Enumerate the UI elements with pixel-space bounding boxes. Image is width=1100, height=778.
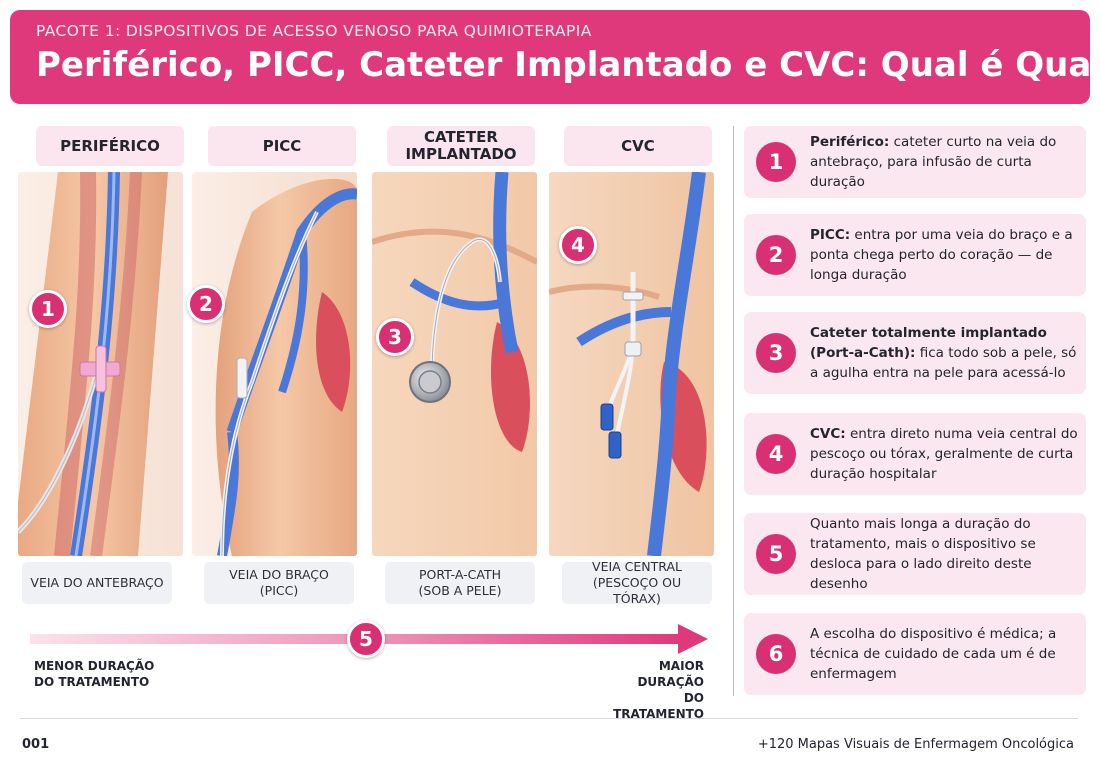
footer-brand: +120 Mapas Visuais de Enfermagem Oncológ… [757, 737, 1074, 752]
illustration-arm-picc [192, 172, 357, 556]
note-4: 4 CVC: entra direto numa veia central do… [744, 413, 1086, 495]
column-divider [733, 126, 734, 696]
panel-caption-picc: VEIA DO BRAÇO (PICC) [204, 562, 354, 604]
page-number: 001 [22, 737, 50, 752]
note-bold: PICC: [810, 227, 851, 243]
note-body: cateter curto na veia do antebraço, para… [810, 134, 1057, 190]
panel-label-text: CATETER IMPLANTADO [405, 128, 517, 163]
note-text: PICC: entra por uma veia do braço e a po… [810, 214, 1078, 296]
badge-duration: 5 [347, 620, 385, 658]
note-body: fica todo sob a pele, só a agulha entra … [810, 345, 1077, 381]
panel-label-text: PERIFÉRICO [60, 136, 160, 155]
badge-periferico: 1 [29, 290, 67, 328]
note-number: 3 [756, 333, 796, 373]
panel-caption-text: VEIA DO ANTEBRAÇO [30, 575, 164, 590]
note-1: 1 Periférico: cateter curto na veia do a… [744, 126, 1086, 198]
note-bold: Cateter totalmente implantado (Port-a-Ca… [810, 325, 1047, 361]
panel-caption-text: PORT-A-CATH (SOB A PELE) [418, 567, 502, 598]
note-body: A escolha do dispositivo é médica; a téc… [810, 626, 1057, 682]
label-maior-duracao: MAIOR DURAÇÃO DO TRATAMENTO [613, 659, 704, 721]
panel-label-implantado: CATETER IMPLANTADO [387, 126, 535, 166]
note-text: Periférico: cateter curto na veia do ant… [810, 126, 1078, 198]
illustration-chest-port [372, 172, 537, 556]
illustration-neck-cvc [549, 172, 714, 556]
badge-implantado: 3 [376, 318, 414, 356]
note-body: entra por uma veia do braço e a ponta ch… [810, 227, 1073, 283]
page-title: Periférico, PICC, Cateter Implantado e C… [36, 45, 1100, 85]
note-text: Cateter totalmente implantado (Port-a-Ca… [810, 312, 1078, 394]
footer-divider [20, 718, 1078, 719]
note-6: 6 A escolha do dispositivo é médica; a t… [744, 613, 1086, 695]
panel-caption-text: VEIA CENTRAL (PESCOÇO OU TÓRAX) [592, 559, 682, 606]
note-text: CVC: entra direto numa veia central do p… [810, 413, 1078, 495]
panel-caption-text: VEIA DO BRAÇO (PICC) [229, 567, 329, 598]
panel-label-text: CVC [621, 136, 655, 155]
note-2: 2 PICC: entra por uma veia do braço e a … [744, 214, 1086, 296]
panel-caption-implantado: PORT-A-CATH (SOB A PELE) [385, 562, 535, 604]
note-number: 2 [756, 235, 796, 275]
badge-picc: 2 [187, 285, 225, 323]
note-body: entra direto numa veia central do pescoç… [810, 426, 1078, 482]
badge-cvc: 4 [559, 226, 597, 264]
panel-label-periferico: PERIFÉRICO [36, 126, 184, 166]
panel-caption-periferico: VEIA DO ANTEBRAÇO [22, 562, 172, 604]
header-banner: PACOTE 1: DISPOSITIVOS DE ACESSO VENOSO … [10, 10, 1100, 104]
panel-label-text: PICC [262, 136, 302, 155]
note-5: 5 Quanto mais longa a duração do tratame… [744, 513, 1086, 595]
label-menor-duracao: MENOR DURAÇÃO DO TRATAMENTO [34, 659, 155, 689]
note-bold: Periférico: [810, 134, 890, 150]
note-body: Quanto mais longa a duração do tratament… [810, 516, 1036, 592]
illustration-forearm [18, 172, 183, 556]
panel-label-cvc: CVC [564, 126, 712, 166]
panel-label-picc: PICC [208, 126, 356, 166]
note-3: 3 Cateter totalmente implantado (Port-a-… [744, 312, 1086, 394]
header-subtitle: PACOTE 1: DISPOSITIVOS DE ACESSO VENOSO … [36, 22, 592, 40]
note-number: 1 [756, 142, 796, 182]
panel-caption-cvc: VEIA CENTRAL (PESCOÇO OU TÓRAX) [562, 559, 712, 606]
note-number: 4 [756, 434, 796, 474]
note-text: Quanto mais longa a duração do tratament… [810, 513, 1078, 595]
note-number: 5 [756, 534, 796, 574]
note-text: A escolha do dispositivo é médica; a téc… [810, 613, 1078, 695]
note-number: 6 [756, 634, 796, 674]
note-bold: CVC: [810, 426, 846, 442]
